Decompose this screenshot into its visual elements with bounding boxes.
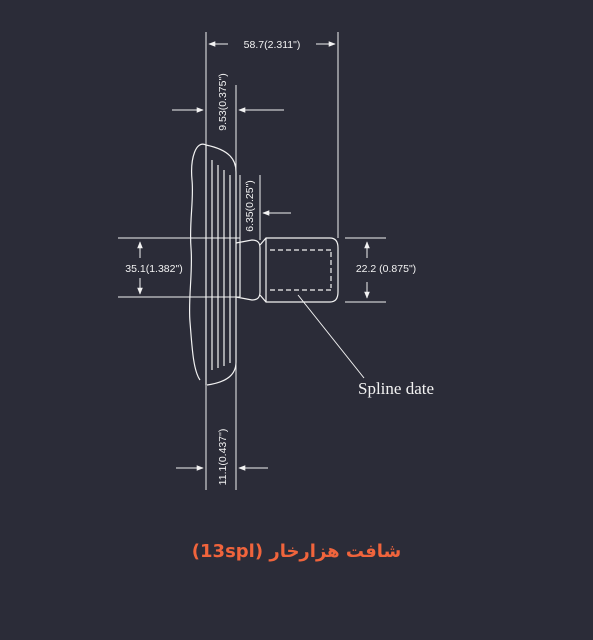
spline-callout-label: Spline date — [358, 379, 434, 398]
neck — [235, 239, 261, 301]
spline-leader-line — [297, 294, 365, 379]
flange-width-label: 9.53(0.375") — [217, 73, 229, 130]
overall-length-label: 58.7(2.311") — [244, 39, 301, 51]
figure-caption: شافت هزارخار (13spl) — [191, 541, 402, 562]
spline-diameter-label: 22.2 (0.875") — [356, 263, 416, 275]
collar-diameter-label: 35.1(1.382") — [125, 263, 182, 275]
extension-lines — [118, 32, 386, 490]
neck-width-label: 6.35(0.25") — [244, 180, 256, 232]
spline-shaft — [259, 237, 339, 303]
dimension-arrows — [137, 41, 370, 471]
flange-disc — [188, 143, 237, 386]
rim-width-label: 11.1(0.437") — [217, 429, 229, 486]
